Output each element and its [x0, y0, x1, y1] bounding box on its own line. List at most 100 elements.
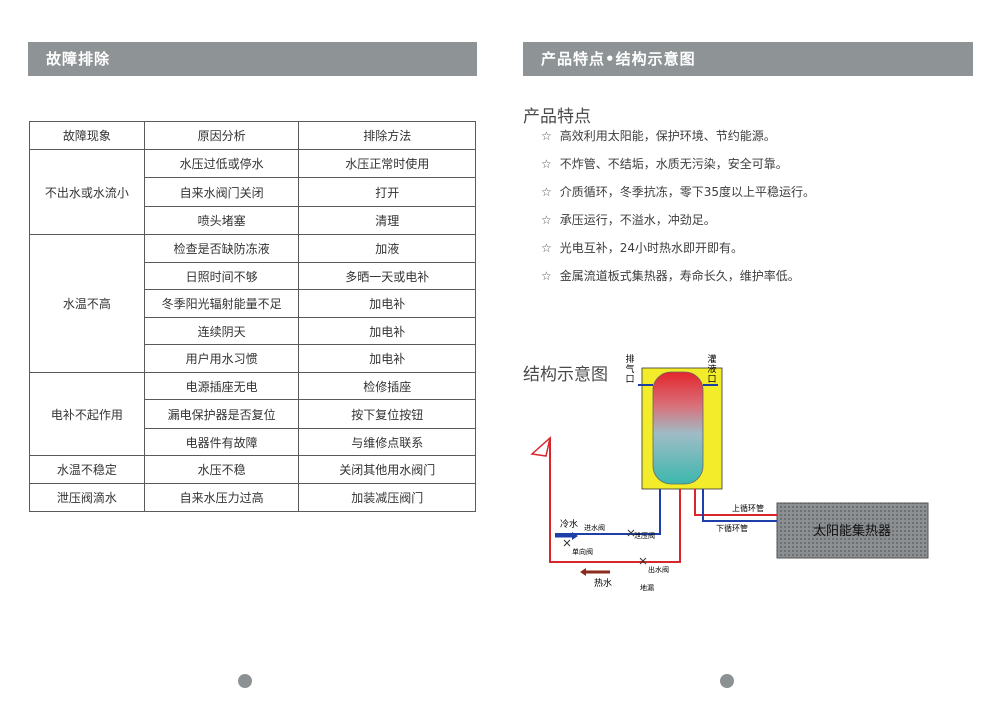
cause-cell: 自来水压力过高	[143, 483, 300, 512]
table-row: 泄压阀滴水自来水压力过高加装减压阀门	[29, 483, 476, 512]
hot-water-pipe	[549, 438, 681, 563]
feature-item: ☆ 光电互补，24小时热水即开即有。	[541, 234, 815, 262]
cause-cell: 电源插座无电	[143, 372, 300, 400]
tank-inner-liner	[652, 371, 704, 485]
fix-cell: 打开	[298, 177, 476, 207]
relief-valve-label: 泄压阀	[634, 531, 655, 540]
exhaust-port-label-2: 气	[625, 363, 634, 375]
table-row: 日照时间不够多晒一天或电补	[30, 262, 476, 290]
feature-item: ☆ 高效利用太阳能，保护环境、节约能源。	[541, 122, 815, 150]
table-row: 水温不稳定水压不稳关闭其他用水阀门	[29, 455, 476, 484]
table-row: 连续阴天加电补	[30, 317, 476, 345]
table-row: 电补不起作用电源插座无电检修插座	[29, 372, 476, 456]
check-valve-label: 单向阀	[572, 547, 593, 556]
column-header-fix: 排除方法	[298, 121, 476, 150]
feature-text: 介质循环，冬季抗冻，零下35度以上平稳运行。	[559, 185, 816, 199]
section-header-features-structure: 产品特点•结构示意图	[523, 42, 973, 76]
check-valve-icon	[563, 539, 571, 547]
feature-text: 高效利用太阳能，保护环境、节约能源。	[559, 129, 776, 143]
troubleshooting-table-body: 不出水或水流小水压过低或停水水压正常时使用自来水阀门关闭打开喷头堵塞清理水温不高…	[29, 149, 476, 512]
symptom-cell: 不出水或水流小	[29, 149, 145, 235]
star-icon: ☆	[541, 185, 552, 199]
fix-cell: 多晒一天或电补	[298, 262, 476, 290]
fix-cell: 关闭其他用水阀门	[298, 455, 476, 484]
exhaust-port-label-1: 排	[625, 353, 634, 365]
symptom-cell: 水温不稳定	[29, 455, 145, 484]
cold-water-label: 冷水	[560, 518, 578, 530]
fix-cell: 检修插座	[298, 372, 476, 400]
fix-cell: 加装减压阀门	[298, 483, 476, 512]
cause-cell: 用户用水习惯	[143, 344, 300, 373]
feature-text: 光电互补，24小时热水即开即有。	[559, 241, 744, 255]
drain-label: 地漏	[640, 583, 654, 592]
shower-head-icon	[530, 435, 552, 457]
cause-cell: 漏电保护器是否复位	[143, 399, 300, 429]
cold-water-pipe	[555, 489, 661, 535]
fix-cell: 加电补	[298, 289, 476, 318]
solar-collector-label: 太阳能集热器	[813, 523, 891, 539]
upper-loop-label: 上循环管	[732, 503, 764, 513]
feature-item: ☆ 介质循环，冬季抗冻，零下35度以上平稳运行。	[541, 178, 815, 206]
star-icon: ☆	[541, 157, 552, 171]
troubleshooting-table: 故障现象 原因分析 排除方法 不出水或水流小水压过低或停水水压正常时使用自来水阀…	[29, 121, 476, 512]
table-row: 喷头堵塞清理	[30, 206, 476, 235]
table-row: 漏电保护器是否复位按下复位按钮	[30, 399, 476, 429]
table-row: 自来水阀门关闭打开	[30, 177, 476, 207]
table-row: 电器件有故障与维修点联系	[30, 428, 476, 456]
fix-cell: 加液	[298, 234, 476, 263]
features-list: ☆高效利用太阳能，保护环境、节约能源。☆不炸管、不结垢，水质无污染，安全可靠。☆…	[541, 122, 815, 290]
cause-cell: 喷头堵塞	[143, 206, 300, 235]
fix-cell: 水压正常时使用	[298, 149, 476, 178]
fix-cell: 加电补	[298, 317, 476, 345]
feature-text: 不炸管、不结垢，水质无污染，安全可靠。	[559, 157, 788, 171]
feature-text: 承压运行，不溢水，冲劲足。	[559, 213, 716, 227]
table-row: 不出水或水流小水压过低或停水水压正常时使用	[29, 149, 476, 235]
star-icon: ☆	[541, 129, 552, 143]
drain-valve-label: 出水阀	[648, 565, 669, 574]
hot-water-label: 热水	[594, 577, 612, 589]
page-dot-right	[720, 674, 734, 688]
solar-collector	[776, 502, 929, 559]
drain-valve-icon	[639, 557, 647, 565]
cause-cell: 冬季阳光辐射能量不足	[143, 289, 300, 318]
cause-cell: 水压过低或停水	[143, 149, 300, 178]
fix-cell: 与维修点联系	[298, 428, 476, 456]
cause-cell: 电器件有故障	[143, 428, 300, 456]
cause-cell: 水压不稳	[143, 455, 300, 484]
page-dot-left	[238, 674, 252, 688]
section-header-troubleshooting: 故障排除	[28, 42, 477, 76]
symptom-cell: 水温不高	[29, 234, 145, 373]
feature-item: ☆ 承压运行，不溢水，冲劲足。	[541, 206, 815, 234]
fill-port-label-3: 口	[707, 375, 716, 385]
exhaust-port-label-3: 口	[625, 375, 634, 385]
star-icon: ☆	[541, 213, 552, 227]
cause-cell: 连续阴天	[143, 317, 300, 345]
feature-text: 金属流道板式集热器，寿命长久，维护率低。	[559, 269, 800, 283]
fill-port-label-2: 液	[707, 363, 716, 375]
diagram-title: 结构示意图	[523, 365, 608, 385]
relief-valve-icon	[627, 529, 635, 537]
symptom-cell: 电补不起作用	[29, 372, 145, 456]
features-title: 产品特点	[523, 107, 591, 127]
feature-item: ☆金属流道板式集热器，寿命长久，维护率低。	[541, 262, 815, 290]
fix-cell: 清理	[298, 206, 476, 235]
star-icon: ☆	[541, 241, 552, 255]
hot-water-arrowhead-icon	[580, 568, 586, 576]
structure-diagram: 排 气 口 灌 液 口 太阳能集热器 上循环管 下循环管 冷水 进水阀 泄压阀 …	[530, 353, 929, 592]
table-row: 用户用水习惯加电补	[30, 344, 476, 373]
cause-cell: 自来水阀门关闭	[143, 177, 300, 207]
fix-cell: 加电补	[298, 344, 476, 373]
cause-cell: 检查是否缺防冻液	[143, 234, 300, 263]
fill-port-label-1: 灌	[707, 353, 716, 365]
lower-loop-label: 下循环管	[716, 523, 748, 533]
column-header-cause: 原因分析	[143, 121, 300, 150]
feature-item: ☆ 不炸管、不结垢，水质无污染，安全可靠。	[541, 150, 815, 178]
inlet-valve-label: 进水阀	[584, 523, 605, 532]
lower-loop-pipe	[702, 489, 777, 522]
cold-water-arrowhead-icon	[572, 532, 578, 540]
upper-loop-pipe	[694, 489, 777, 516]
cause-cell: 日照时间不够	[143, 262, 300, 290]
table-row: 水温不高检查是否缺防冻液加液	[29, 234, 476, 373]
column-header-symptom: 故障现象	[29, 121, 145, 150]
symptom-cell: 泄压阀滴水	[29, 483, 145, 512]
